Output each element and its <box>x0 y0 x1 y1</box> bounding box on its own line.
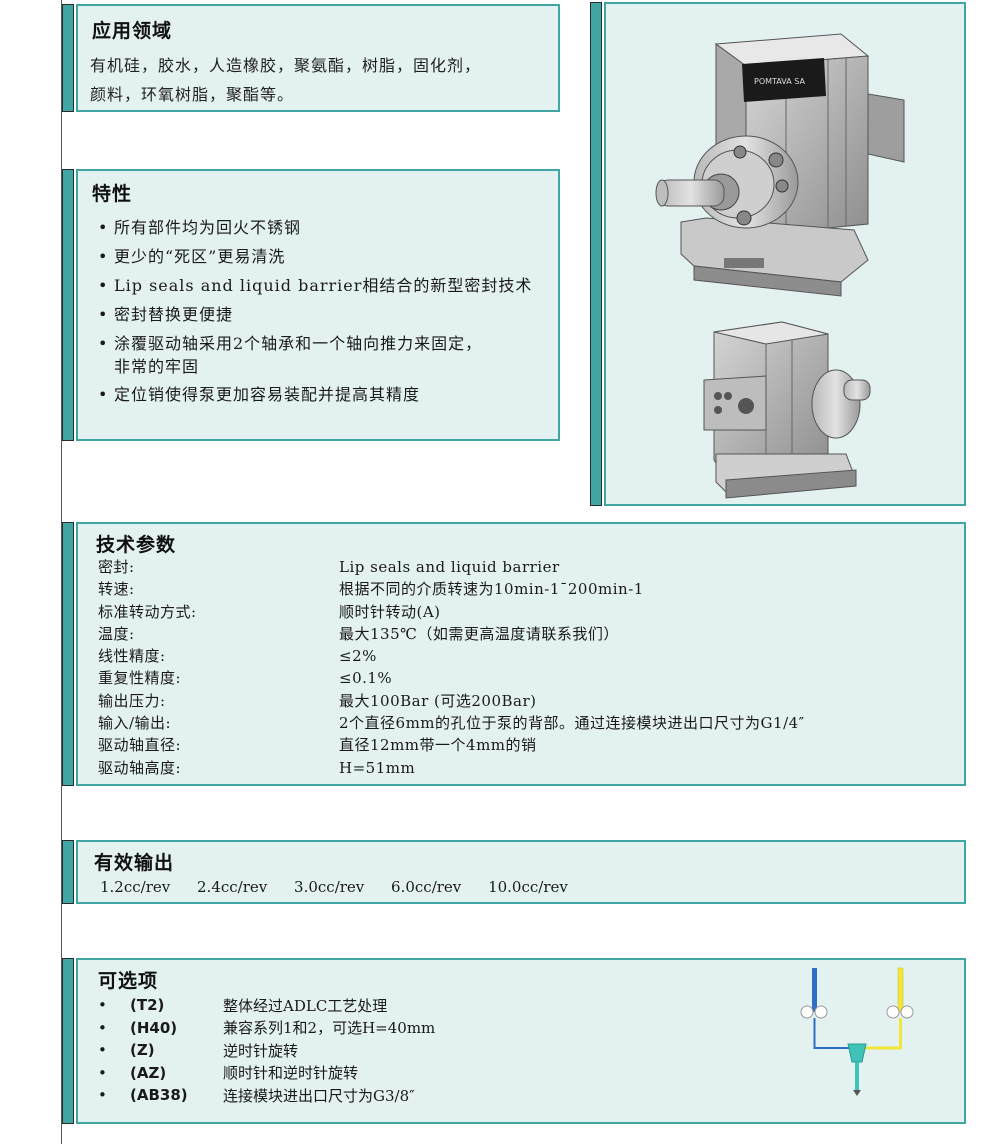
applications-line-1: 有机硅，胶水，人造橡胶，聚氨酯，树脂，固化剂， <box>90 56 482 75</box>
pump-top-view: POMTAVA SA <box>655 33 905 297</box>
spec-row-seal: 密封:Lip seals and liquid barrier <box>98 558 560 576</box>
spec-row-shaft-height: 驱动轴高度:H=51mm <box>98 758 416 777</box>
feature-item: •密封替换更便捷 <box>98 305 234 324</box>
mixing-flow-diagram <box>800 967 914 1096</box>
spec-row-temperature: 温度:最大135℃（如需更高温度请联系我们） <box>98 624 619 643</box>
blue-gear-pump-icon <box>800 1005 828 1019</box>
applications-panel: 应用领域 有机硅，胶水，人造橡胶，聚氨酯，树脂，固化剂， 颜料，环氧树脂，聚酯等… <box>62 4 560 112</box>
tech-params-title: 技术参数 <box>96 534 177 556</box>
output-value: 2.4cc/rev <box>197 878 268 896</box>
tech-params-panel: 技术参数 密封:Lip seals and liquid barrier 转速:… <box>62 522 966 786</box>
output-value: 10.0cc/rev <box>488 878 568 896</box>
features-list: •所有部件均为回火不锈钢 •更少的“死区”更易清洗 •Lip seals and… <box>98 213 532 409</box>
options-list: •(T2)整体经过ADLC工艺处理 •(H40)兼容系列1和2，可选H=40mm… <box>98 994 435 1107</box>
option-item: •(T2)整体经过ADLC工艺处理 <box>98 996 388 1015</box>
output-values: 1.2cc/rev 2.4cc/rev 3.0cc/rev 6.0cc/rev … <box>100 878 590 896</box>
tech-params-table: 密封:Lip seals and liquid barrier 转速:根据不同的… <box>98 556 805 779</box>
blue-inlet-line <box>812 968 817 1012</box>
yellow-gear-pump-icon <box>886 1005 914 1019</box>
options-title: 可选项 <box>98 970 159 992</box>
page-margin-line <box>61 0 62 1144</box>
mixed-outlet-line <box>855 1062 859 1090</box>
spec-row-linearity: 线性精度:≤2% <box>98 647 377 666</box>
spec-row-repeatability: 重复性精度:≤0.1% <box>98 669 393 688</box>
output-value: 6.0cc/rev <box>391 878 462 896</box>
feature-item-continuation: 非常的牢固 <box>114 357 200 376</box>
mixer-icon <box>847 1043 867 1063</box>
option-item: •(H40)兼容系列1和2，可选H=40mm <box>98 1018 436 1038</box>
output-value: 1.2cc/rev <box>100 878 171 896</box>
output-value: 3.0cc/rev <box>294 878 365 896</box>
features-title: 特性 <box>92 183 133 205</box>
spec-row-inlet-outlet: 输入/输出:2个直径6mm的孔位于泵的背部。通过连接模块进出口尺寸为G1/4″ <box>98 714 805 733</box>
option-item: •(AB38)连接模块进出口尺寸为G3/8″ <box>98 1086 415 1105</box>
features-panel: 特性 •所有部件均为回火不锈钢 •更少的“死区”更易清洗 •Lip seals … <box>62 169 560 441</box>
applications-line-2: 颜料，环氧树脂，聚酯等。 <box>90 85 295 104</box>
option-item: •(Z)逆时针旋转 <box>98 1041 299 1060</box>
pump-side-view <box>703 321 871 499</box>
product-photo-panel: POMTAVA SA <box>590 2 966 506</box>
applications-title: 应用领域 <box>92 20 173 42</box>
spec-row-rotation: 标准转动方式:顺时针转动(A) <box>98 602 441 621</box>
feature-item: •所有部件均为回火不锈钢 <box>98 218 302 237</box>
output-panel: 有效输出 1.2cc/rev 2.4cc/rev 3.0cc/rev 6.0cc… <box>62 840 966 904</box>
product-brand-label: POMTAVA SA <box>754 77 805 86</box>
spec-row-pressure: 输出压力:最大100Bar (可选200Bar) <box>98 691 537 710</box>
outlet-arrow-icon <box>853 1090 861 1096</box>
options-panel: 可选项 •(T2)整体经过ADLC工艺处理 •(H40)兼容系列1和2，可选H=… <box>62 958 966 1124</box>
gear-pump-illustration: POMTAVA SA <box>655 33 905 499</box>
feature-item: •更少的“死区”更易清洗 <box>98 247 286 266</box>
option-item: •(AZ)顺时针和逆时针旋转 <box>98 1063 359 1083</box>
feature-item: •Lip seals and liquid barrier相结合的新型密封技术 <box>98 276 533 295</box>
output-title: 有效输出 <box>94 852 175 874</box>
feature-item: •涂覆驱动轴采用2个轴承和一个轴向推力来固定，非常的牢固 <box>98 329 532 380</box>
spec-row-speed: 转速:根据不同的介质转速为10min-1¯200min-1 <box>98 580 644 599</box>
spec-row-shaft-diameter: 驱动轴直径:直径12mm带一个4mm的销 <box>98 736 537 755</box>
feature-item: •定位销使得泵更加容易装配并提高其精度 <box>98 385 421 404</box>
yellow-inlet-line <box>897 967 904 1013</box>
